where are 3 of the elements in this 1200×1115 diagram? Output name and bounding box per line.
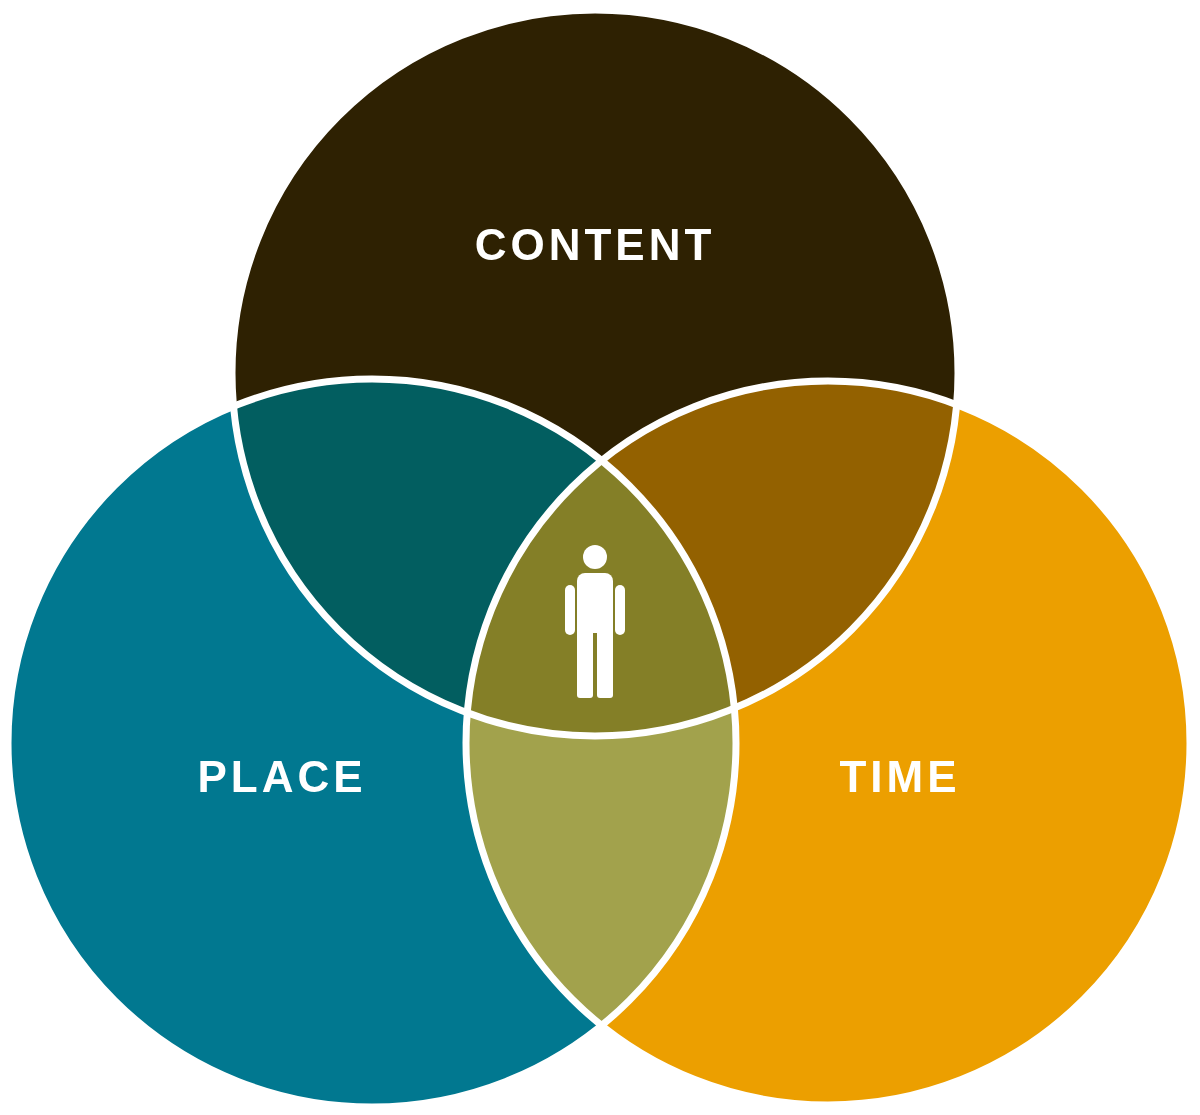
category-label: PLACE	[197, 755, 367, 799]
category-label: CONTENT	[474, 223, 716, 267]
category-label: TIME	[839, 755, 961, 799]
